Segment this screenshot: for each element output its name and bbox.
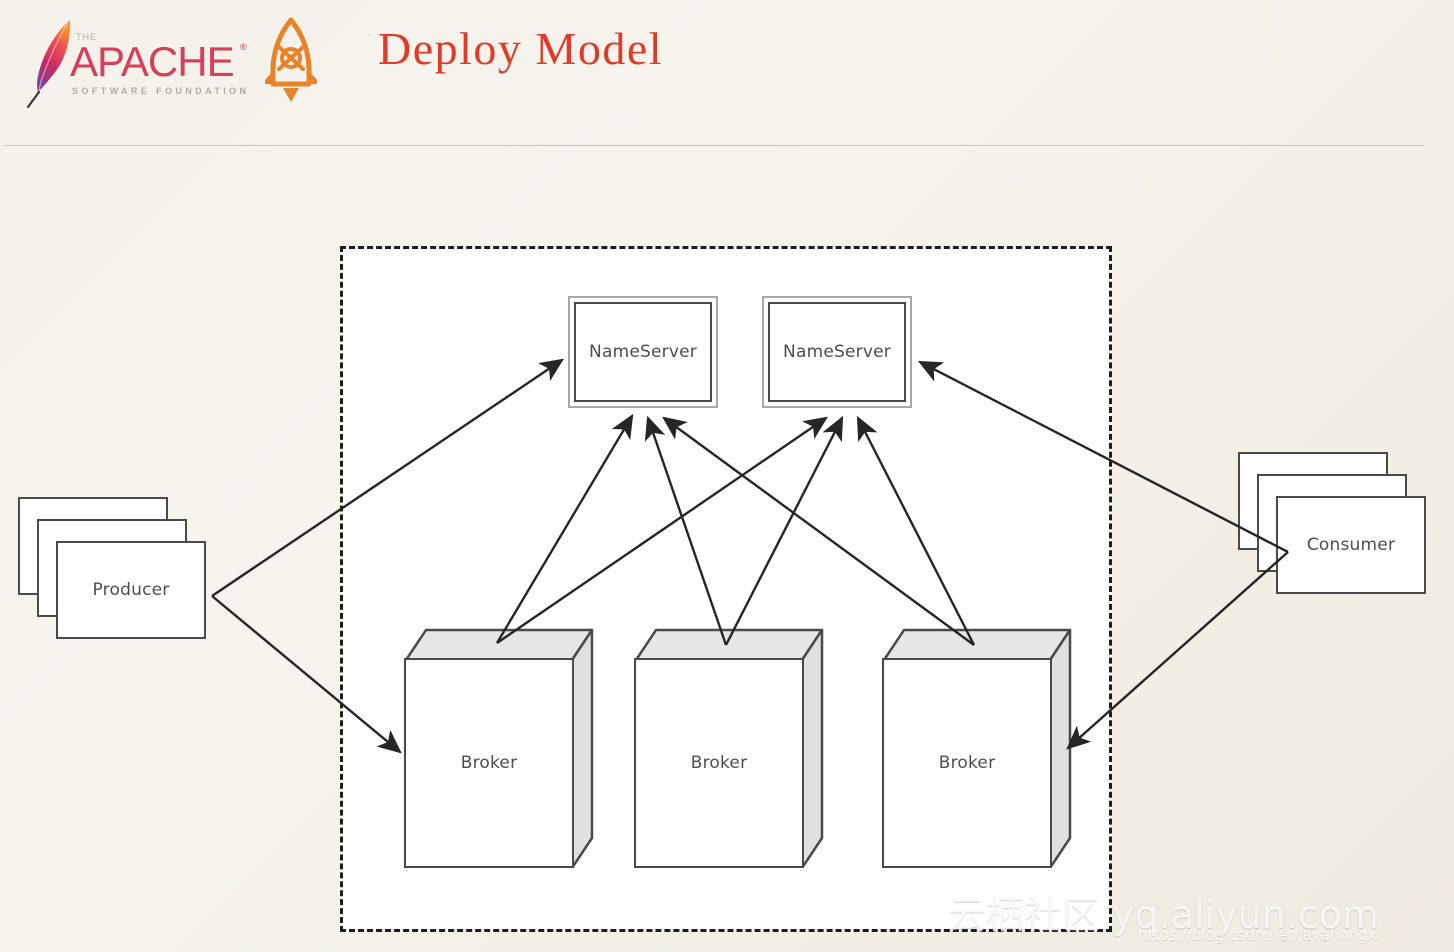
consumer-node-label: Consumer bbox=[1306, 535, 1396, 555]
broker-node-1-front-face: Broker bbox=[404, 658, 574, 868]
broker-node-3-label: Broker bbox=[938, 753, 996, 773]
header-divider bbox=[4, 145, 1424, 146]
page-title: Deploy Model bbox=[378, 23, 664, 74]
broker-node-1-side-face bbox=[572, 628, 594, 868]
broker-node-3-front-face: Broker bbox=[882, 658, 1052, 868]
consumer-stack-sheet-front: Consumer bbox=[1276, 496, 1426, 594]
consumer-node[interactable]: Consumer bbox=[1238, 452, 1428, 602]
broker-node-2-front-face: Broker bbox=[634, 658, 804, 868]
broker-node-2[interactable]: Broker bbox=[634, 628, 824, 868]
producer-node-label: Producer bbox=[92, 580, 170, 600]
rocketmq-logo bbox=[252, 14, 330, 108]
apache-logo-word-sub: SOFTWARE FOUNDATION bbox=[72, 86, 250, 96]
apache-logo-registered-mark: ® bbox=[240, 42, 247, 52]
producer-stack-sheet-front: Producer bbox=[56, 541, 206, 639]
apache-logo-word-the: THE bbox=[76, 32, 97, 42]
broker-node-2-top-face bbox=[634, 628, 824, 662]
nameserver-node-1[interactable]: NameServer bbox=[568, 296, 718, 408]
nameserver-node-1-inner: NameServer bbox=[574, 302, 712, 402]
broker-node-1-label: Broker bbox=[460, 753, 518, 773]
nameserver-node-1-label: NameServer bbox=[589, 342, 697, 362]
apache-feather-icon bbox=[26, 20, 71, 109]
slide-header: THE APACHE SOFTWARE FOUNDATION ® Deploy … bbox=[0, 0, 1454, 146]
broker-node-1[interactable]: Broker bbox=[404, 628, 594, 868]
broker-node-2-side-face bbox=[802, 628, 824, 868]
producer-node[interactable]: Producer bbox=[18, 497, 208, 647]
rocketmq-rocket-icon bbox=[265, 17, 317, 102]
broker-node-1-top-face bbox=[404, 628, 594, 662]
broker-node-2-label: Broker bbox=[690, 753, 748, 773]
apache-logo: THE APACHE SOFTWARE FOUNDATION ® bbox=[18, 12, 250, 109]
nameserver-node-2[interactable]: NameServer bbox=[762, 296, 912, 408]
broker-node-3-top-face bbox=[882, 628, 1072, 662]
broker-node-3[interactable]: Broker bbox=[882, 628, 1072, 868]
broker-node-3-side-face bbox=[1050, 628, 1072, 868]
nameserver-node-2-label: NameServer bbox=[783, 342, 891, 362]
nameserver-node-2-inner: NameServer bbox=[768, 302, 906, 402]
apache-logo-word-main: APACHE bbox=[70, 38, 235, 85]
